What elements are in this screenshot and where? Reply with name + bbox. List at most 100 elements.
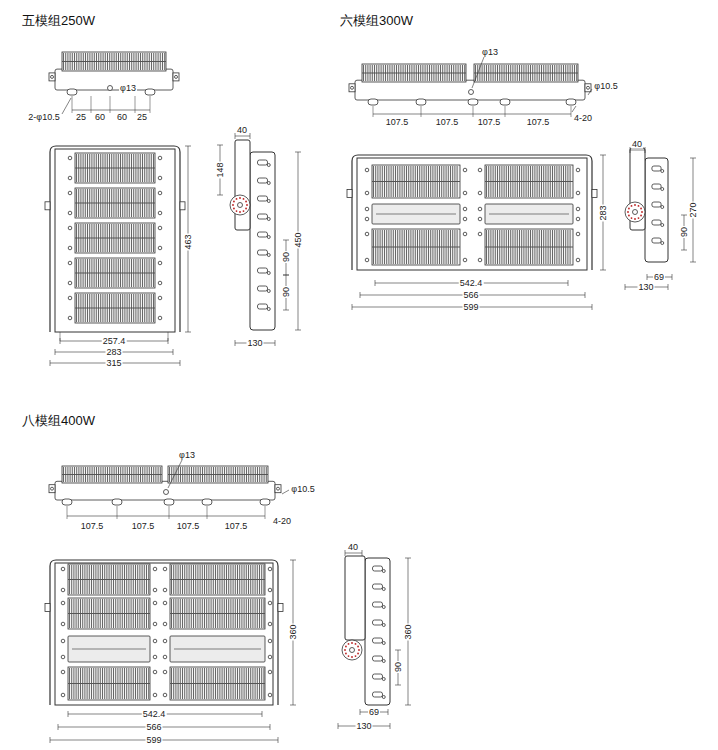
side-ear <box>278 604 283 612</box>
mount-slot <box>652 184 661 189</box>
dimension-tick <box>345 550 346 556</box>
mount-slot <box>258 160 268 165</box>
mount-slot <box>258 178 268 183</box>
mount-slot <box>373 584 383 589</box>
mounting-tab <box>67 89 77 95</box>
extension-line <box>473 106 474 117</box>
screw <box>365 258 369 262</box>
screw <box>163 622 167 626</box>
mounting-tab <box>112 499 122 505</box>
screw <box>576 207 580 211</box>
side-ear <box>45 604 50 612</box>
leader-line <box>282 490 289 494</box>
screw <box>267 164 270 167</box>
screw <box>68 176 72 180</box>
screw <box>61 639 65 643</box>
dimension-label: 148 <box>216 161 225 178</box>
angle-dot <box>246 204 248 206</box>
bracket-plate <box>365 558 390 705</box>
screw <box>463 191 467 195</box>
screw <box>267 272 270 275</box>
fin-block <box>62 52 166 71</box>
fin-block <box>75 153 155 183</box>
angle-dot <box>243 198 245 200</box>
dimension-tick <box>235 340 236 346</box>
angle-dot <box>357 653 359 655</box>
dimension-tick <box>645 147 646 153</box>
dimension-tick <box>275 340 276 346</box>
screw <box>153 588 157 592</box>
dimension-label: 130 <box>637 283 654 292</box>
housing-body <box>55 481 275 500</box>
fin-rib <box>75 308 155 309</box>
angle-dot <box>233 208 235 210</box>
fin-block <box>485 229 573 265</box>
screw <box>365 168 369 172</box>
screw <box>382 642 385 645</box>
pivot-hole <box>238 203 243 208</box>
angle-dot <box>641 211 643 213</box>
dimension-tick <box>60 338 61 344</box>
screw <box>365 217 369 221</box>
mounting-tab <box>164 499 174 505</box>
screw <box>68 226 72 230</box>
extension-line <box>135 96 136 113</box>
screw <box>267 308 270 311</box>
fin-rib <box>170 579 265 580</box>
dimension-label: 566 <box>145 723 162 732</box>
dimension-tick <box>352 304 353 310</box>
mount-slot <box>373 620 383 625</box>
screw <box>268 670 272 674</box>
dimension-label: 130 <box>355 722 372 731</box>
mounting-tab <box>468 99 478 105</box>
driver-box <box>485 204 573 224</box>
side-ear <box>180 202 185 210</box>
screw <box>158 261 162 265</box>
screw <box>68 156 72 160</box>
dimension-label: 40 <box>236 126 248 135</box>
screw <box>68 281 72 285</box>
hole <box>164 490 169 495</box>
fin-block <box>170 598 265 629</box>
hole <box>351 86 354 89</box>
dimension-tick <box>668 284 669 290</box>
side-ear <box>349 84 355 92</box>
screw <box>158 281 162 285</box>
screw <box>382 570 385 573</box>
housing <box>55 149 175 332</box>
dimension-tick <box>173 349 174 355</box>
fin-rib <box>75 168 155 169</box>
screw <box>268 622 272 626</box>
screw <box>463 258 467 262</box>
dimension-tick <box>278 737 279 743</box>
dimension-label: φ13 <box>178 451 196 460</box>
bracket-frame <box>50 560 278 705</box>
bracket-frame <box>352 155 592 270</box>
dimension-tick <box>283 275 289 276</box>
extension-line <box>207 506 208 519</box>
extension-line <box>421 106 422 117</box>
screw <box>365 191 369 195</box>
fin-block <box>75 258 155 288</box>
fin-rib <box>75 238 155 239</box>
screw <box>661 170 664 173</box>
drawings <box>45 52 696 743</box>
screw <box>163 655 167 659</box>
dimension-label: 542.4 <box>142 710 167 719</box>
screw <box>163 670 167 674</box>
dimension-tick <box>405 558 411 559</box>
screw <box>153 693 157 697</box>
extension-line <box>67 506 68 519</box>
fin-rib <box>372 181 460 182</box>
screw <box>661 242 664 245</box>
angle-dot <box>348 655 350 657</box>
hole <box>469 90 474 95</box>
extension-line <box>571 106 572 117</box>
fin-rib <box>485 247 573 248</box>
screw <box>61 670 65 674</box>
screw <box>163 601 167 605</box>
screw <box>158 176 162 180</box>
side-ear <box>173 73 179 81</box>
screw <box>268 601 272 605</box>
screw <box>158 211 162 215</box>
